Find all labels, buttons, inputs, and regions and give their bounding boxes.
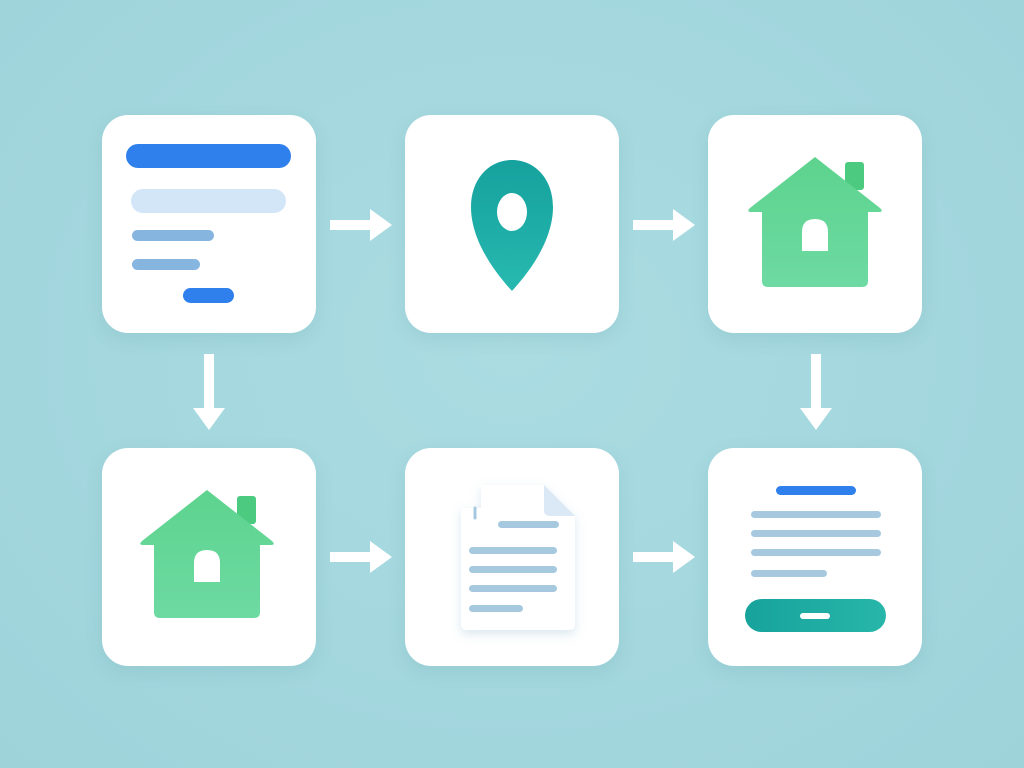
confirmation-form-icon bbox=[745, 486, 886, 632]
arrow-down-icon bbox=[796, 352, 836, 432]
step-1-card bbox=[102, 115, 316, 333]
arrow-right-icon bbox=[328, 537, 394, 577]
arrow-down-icon bbox=[189, 352, 229, 432]
step-3-card bbox=[708, 115, 922, 333]
step-2-card bbox=[405, 115, 619, 333]
step-5-card bbox=[405, 448, 619, 666]
form-icon bbox=[126, 144, 291, 303]
location-pin-icon bbox=[471, 160, 553, 291]
step-4-card bbox=[102, 448, 316, 666]
arrow-right-icon bbox=[631, 537, 697, 577]
document-icon bbox=[461, 485, 575, 630]
arrow-right-icon bbox=[631, 205, 697, 245]
arrow-right-icon bbox=[328, 205, 394, 245]
house-icon bbox=[140, 490, 274, 618]
house-icon bbox=[748, 157, 882, 287]
step-6-card bbox=[708, 448, 922, 666]
